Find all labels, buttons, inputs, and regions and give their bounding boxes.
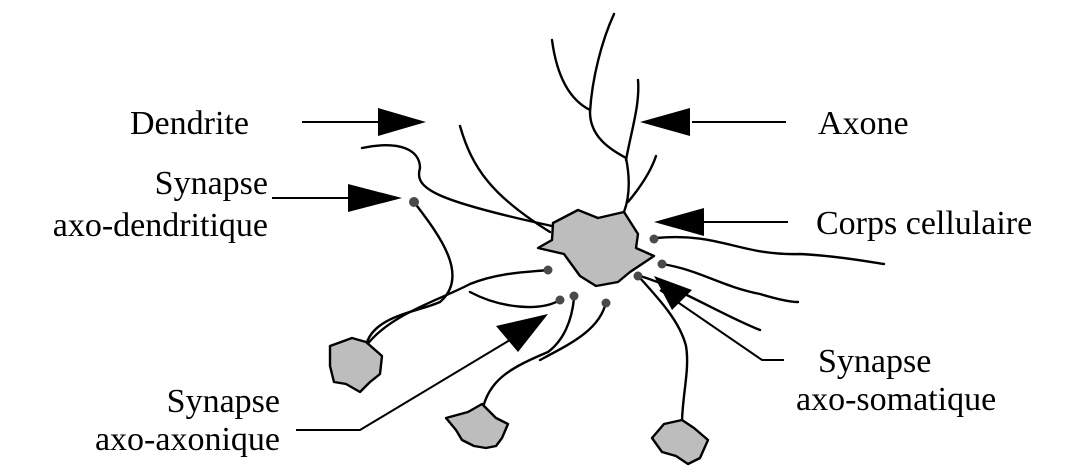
- label-synapse-axo-somatique-line1: Synapse: [818, 343, 931, 380]
- fiber-right-3: [640, 276, 760, 330]
- arrow-synapse-axo-dendritique: [272, 184, 402, 212]
- axo-dendritic-terminal: [366, 202, 453, 346]
- bouton-axon-3: [570, 292, 579, 301]
- label-synapse-axo-dendritique-line2: axo-dendritique: [53, 207, 268, 244]
- text-labels: Dendrite Axone Synapse axo-dendritique C…: [53, 105, 1032, 458]
- bouton-soma-3: [634, 272, 643, 281]
- bouton-axon-4: [602, 299, 611, 308]
- bouton-axon-1: [544, 266, 553, 275]
- axon-branch-right: [626, 80, 638, 160]
- axon-branch-left: [552, 40, 590, 110]
- axon-branch-small: [628, 156, 656, 202]
- fiber-lower-left-b: [470, 292, 560, 307]
- label-synapse-axo-somatique-line2: axo-somatique: [796, 381, 996, 418]
- arrow-corps-cellulaire: [654, 208, 788, 236]
- cell-body-bottom-right: [652, 420, 708, 464]
- bouton-soma-2: [658, 260, 667, 269]
- label-corps-cellulaire: Corps cellulaire: [816, 205, 1032, 242]
- bouton-axon-2: [556, 296, 565, 305]
- axon-main: [590, 14, 629, 212]
- label-synapse-axo-dendritique-line1: Synapse: [155, 165, 268, 202]
- label-synapse-axo-axonique-line2: axo-axonique: [95, 421, 280, 458]
- cell-body-left: [330, 338, 382, 392]
- label-dendrite: Dendrite: [130, 105, 249, 142]
- bouton-axo-dendritic: [409, 197, 419, 207]
- label-synapse-axo-axonique-line1: Synapse: [167, 383, 280, 420]
- label-axone: Axone: [818, 105, 909, 142]
- cell-body-bottom-left: [446, 404, 508, 448]
- fiber-bottom-left: [482, 298, 574, 412]
- bouton-soma-1: [650, 235, 659, 244]
- arrow-dendrite: [302, 108, 426, 136]
- arrow-axone: [640, 108, 786, 136]
